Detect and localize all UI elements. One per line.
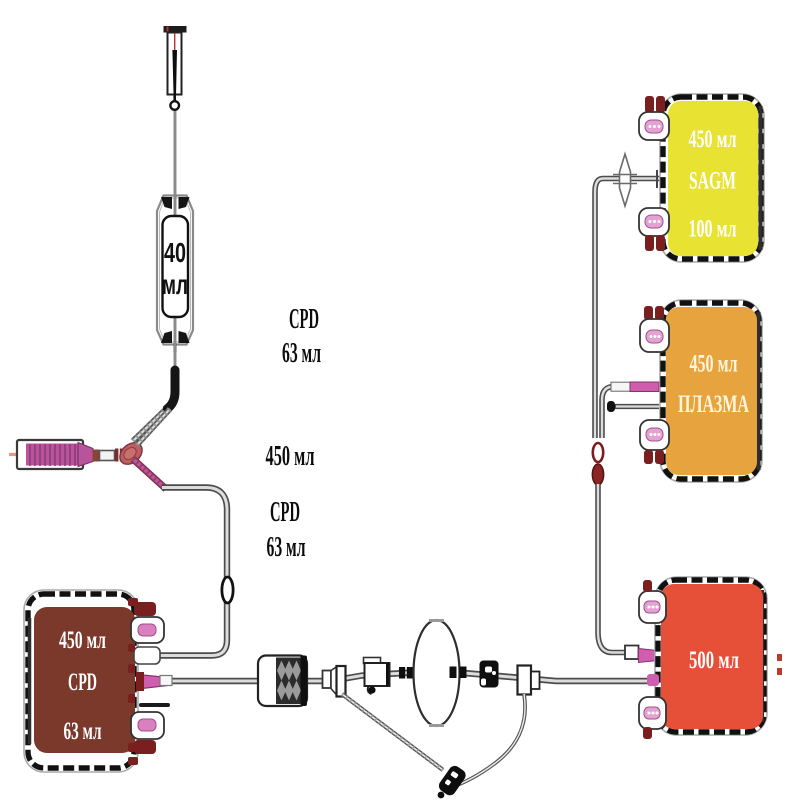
svg-text:40: 40 <box>164 237 186 268</box>
svg-text:SAGM: SAGM <box>689 168 736 195</box>
svg-text:450 мл: 450 мл <box>59 627 106 654</box>
svg-text:450 мл: 450 мл <box>689 126 737 153</box>
svg-text:63 мл: 63 мл <box>64 718 102 745</box>
svg-text:CPD: CPD <box>289 304 319 335</box>
svg-text:100 мл: 100 мл <box>689 216 737 243</box>
svg-text:63 мл: 63 мл <box>282 338 321 369</box>
svg-text:500 мл: 500 мл <box>689 647 739 674</box>
svg-text:CPD: CPD <box>270 497 300 528</box>
svg-text:450 мл: 450 мл <box>690 351 738 378</box>
svg-text:450 мл: 450 мл <box>266 441 315 472</box>
svg-text:ПЛАЗМА: ПЛАЗМА <box>678 391 749 418</box>
svg-text:CPD: CPD <box>68 669 97 696</box>
svg-text:63 мл: 63 мл <box>267 532 306 563</box>
svg-text:мл: мл <box>162 269 188 300</box>
